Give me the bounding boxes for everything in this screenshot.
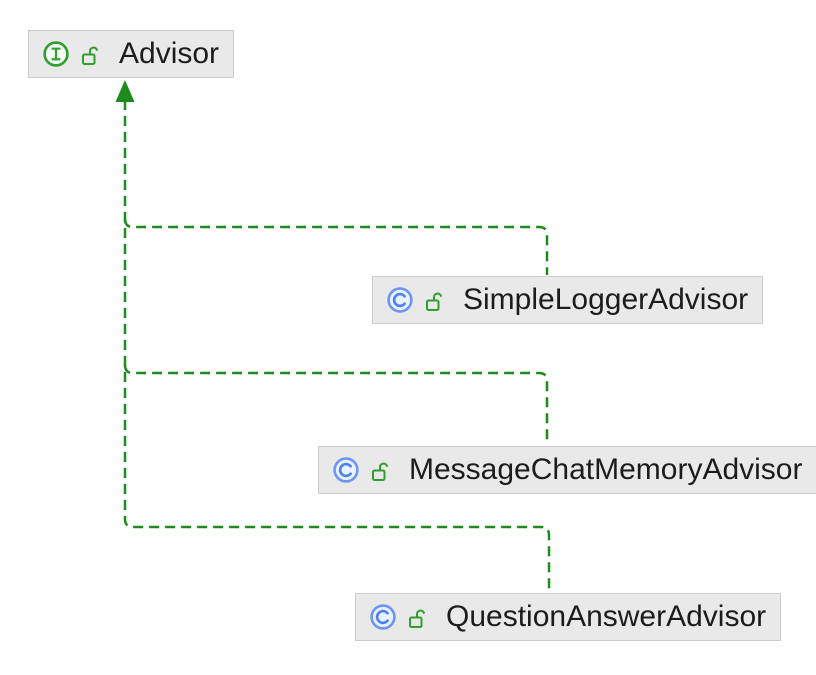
class-icon <box>386 286 414 314</box>
unlocked-icon <box>408 606 427 629</box>
arrowhead-icon <box>115 80 135 102</box>
edge-message-chat-memory-advisor <box>123 364 549 444</box>
unlocked-icon <box>371 459 390 482</box>
interface-icon <box>42 40 70 68</box>
unlocked-icon <box>81 43 100 66</box>
node-label: Advisor <box>119 37 220 70</box>
edge-question-answer-advisor <box>123 100 551 592</box>
unlocked-icon <box>425 289 444 312</box>
class-icon <box>332 456 360 484</box>
edge-simple-logger-advisor <box>123 218 549 275</box>
node-label: SimpleLoggerAdvisor <box>463 283 749 316</box>
class-icon <box>369 603 397 631</box>
node-advisor[interactable]: Advisor <box>28 30 235 78</box>
node-simple-logger-advisor[interactable]: SimpleLoggerAdvisor <box>372 276 764 324</box>
node-question-answer-advisor[interactable]: QuestionAnswerAdvisor <box>355 593 782 641</box>
node-label: MessageChatMemoryAdvisor <box>409 453 803 486</box>
node-label: QuestionAnswerAdvisor <box>446 600 767 633</box>
node-message-chat-memory-advisor[interactable]: MessageChatMemoryAdvisor <box>318 446 816 494</box>
